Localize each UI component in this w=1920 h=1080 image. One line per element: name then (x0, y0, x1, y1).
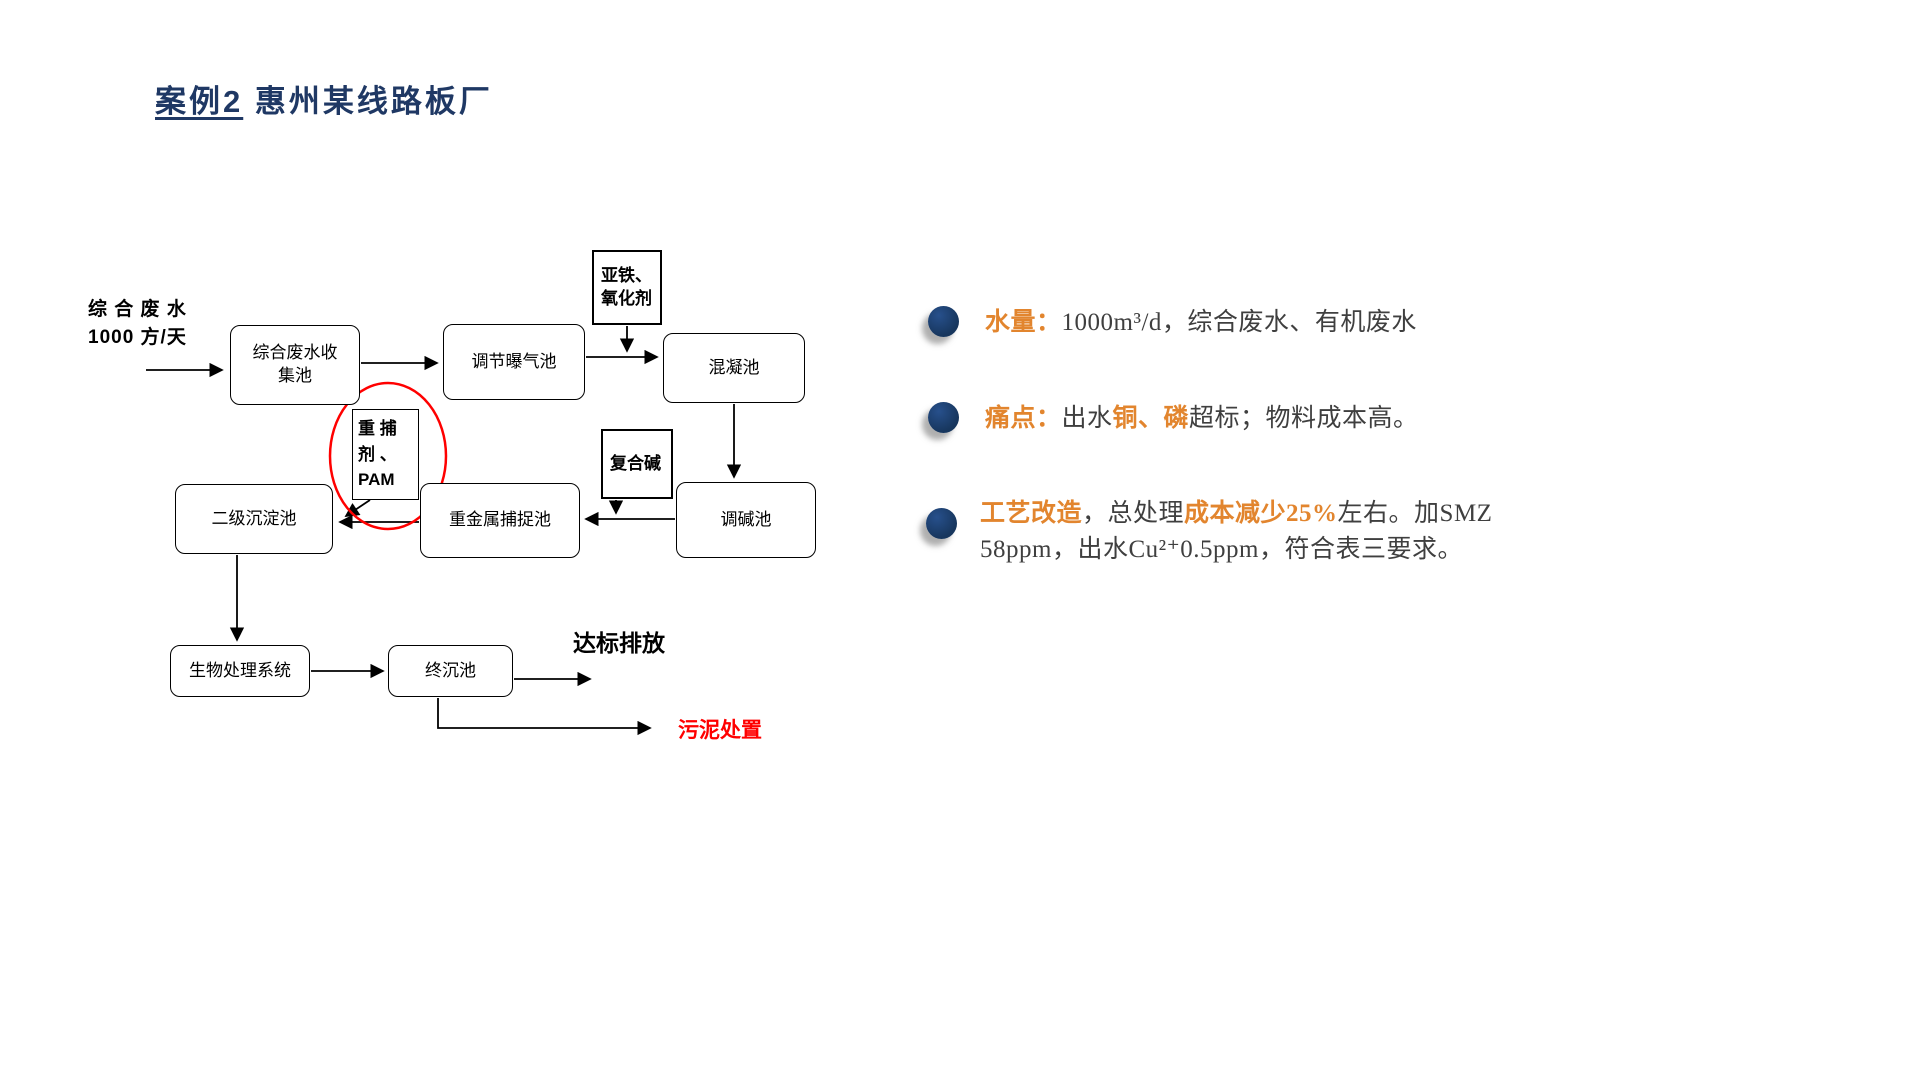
bullet-3-label: 工艺改造 (980, 500, 1083, 527)
bullet-2-label: 痛点： (985, 405, 1062, 432)
flow-box-collection: 综合废水收 集池 (230, 325, 360, 405)
bullet-water-volume: 水量：1000m³/d，综合废水、有机废水 (985, 305, 1530, 341)
bullet-3-highlight: 成本减少25% (1184, 500, 1338, 527)
bullet-process-upgrade: 工艺改造，总处理成本减少25%左右。加SMZ 58ppm，出水Cu²⁺0.5pp… (980, 500, 1493, 563)
flow-box-pam-reagent: 重 捕 剂 、 PAM (352, 409, 419, 500)
bullet-dot-3 (926, 508, 957, 539)
flow-box-biological-treatment: 生物处理系统 (170, 645, 310, 697)
bullet-1-label: 水量： (985, 309, 1062, 336)
flow-box-aeration: 调节曝气池 (443, 324, 585, 400)
bullet-dot-1 (928, 306, 959, 337)
process-flow-diagram: 综 合 废 水 1000 方/天 综合废水收 集池 调节曝气池 亚铁、 氧化剂 … (0, 0, 900, 820)
bullet-dot-2 (928, 402, 959, 433)
discharge-label: 达标排放 (573, 630, 665, 656)
page-title: 案例2 惠州某线路板厂 (155, 76, 493, 121)
flow-box-heavy-metal-capture: 重金属捕捉池 (420, 483, 580, 558)
sludge-disposal-label: 污泥处置 (678, 719, 762, 742)
bullet-pain-point: 痛点：出水铜、磷超标；物料成本高。 (985, 405, 1419, 432)
flow-box-composite-alkali: 复合碱 (601, 429, 673, 499)
bullet-1-text: 1000m³/d，综合废水、有机废水 (1061, 309, 1417, 336)
flow-arrows (146, 326, 742, 736)
bullet-2-highlight: 铜、磷 (1112, 405, 1190, 432)
flow-box-ferrous-oxidant: 亚铁、 氧化剂 (592, 250, 662, 325)
title-case-number: 案例2 (155, 84, 244, 119)
flow-box-alkali-adjust: 调碱池 (676, 482, 816, 558)
flow-box-secondary-sedimentation: 二级沉淀池 (175, 484, 333, 554)
title-factory-name: 惠州某线路板厂 (243, 84, 493, 119)
flow-box-coagulation: 混凝池 (663, 333, 805, 403)
influent-label: 综 合 废 水 1000 方/天 (88, 299, 187, 348)
flow-box-final-sedimentation: 终沉池 (388, 645, 513, 697)
